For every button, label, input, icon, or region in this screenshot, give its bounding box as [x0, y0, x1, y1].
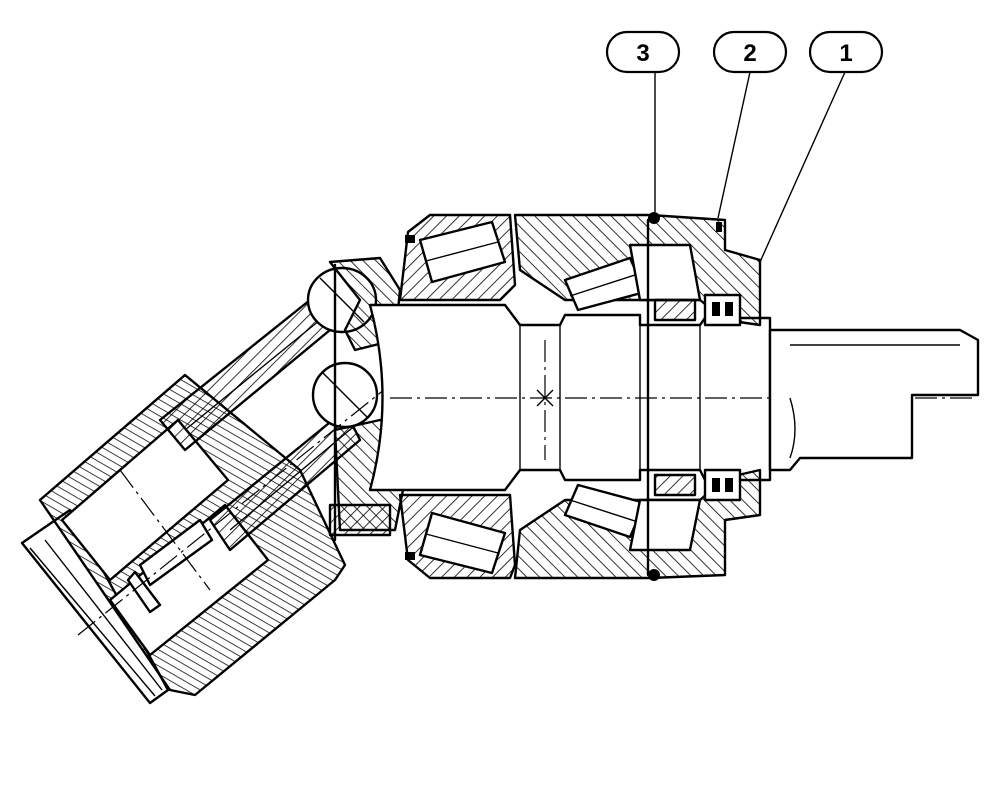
callout-2-bubble — [712, 30, 788, 74]
callout-2-label: 2 — [743, 40, 756, 67]
callout-1-label: 1 — [839, 40, 852, 67]
drive-flange — [328, 256, 410, 542]
rear-housing — [513, 212, 762, 581]
callout-2: 2 — [712, 30, 788, 219]
callout-3: 3 — [605, 30, 681, 212]
callout-1-bubble — [808, 30, 884, 74]
callout-1: 1 — [759, 30, 884, 263]
callout-3-label: 3 — [636, 40, 649, 67]
front-housing — [398, 213, 517, 580]
callout-3-bubble — [605, 30, 681, 74]
main-shaft — [368, 303, 980, 492]
